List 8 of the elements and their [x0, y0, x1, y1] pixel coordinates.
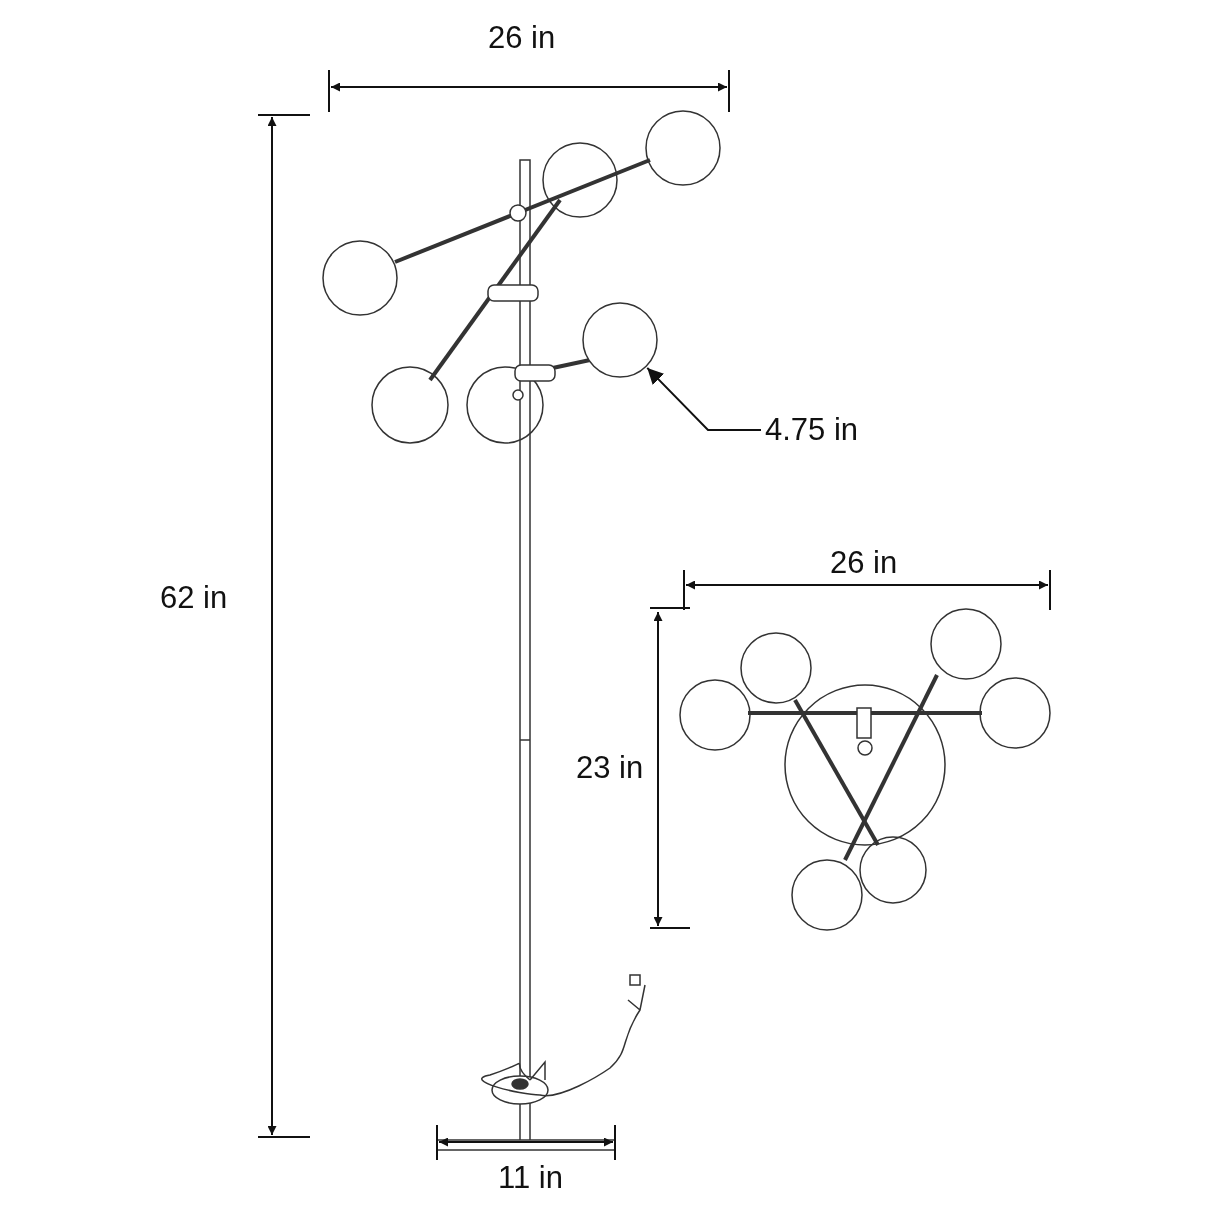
dimension-label: 23 in	[576, 750, 644, 786]
dimension-label: 62 in	[160, 580, 228, 616]
leader-line	[646, 366, 762, 431]
dimension-label: 26 in	[488, 20, 556, 56]
globe	[582, 302, 658, 378]
dimension-label: 26 in	[830, 545, 898, 581]
dimension-label: 4.75 in	[765, 412, 859, 448]
dimension-label: 11 in	[498, 1160, 563, 1196]
